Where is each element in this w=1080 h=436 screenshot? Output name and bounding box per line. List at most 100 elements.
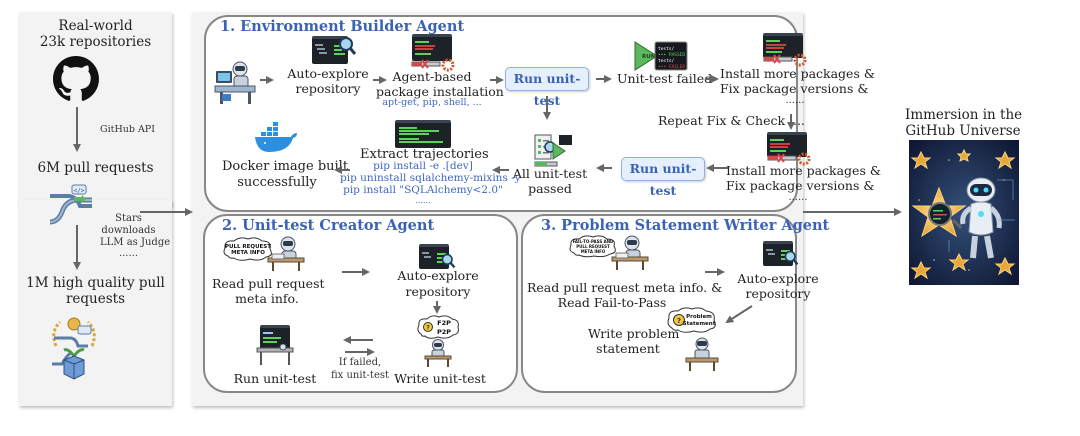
problem-writer-box [521,214,797,393]
if-failed-line2: fix unit-test [330,370,390,381]
hq-pr-label-line2: requests [65,291,126,307]
f2p-meta-cloud-icon: FAIL-TO-PASS AND PULL REQUEST META INFO [569,235,616,258]
svg-text:tests/: tests/ [658,58,675,64]
magnifier-icon [339,37,357,55]
svg-text:••• FAILED: ••• FAILED [658,64,685,70]
github-icon [53,56,99,101]
github-universe-robot-image [909,140,1019,285]
hq-pr-label-line1: 1M high quality pull [26,275,165,291]
write-problem-line2: statement [596,341,660,356]
install-more-terminal-icon-top [763,33,803,58]
pull-requests-label: 6M pull requests [37,160,154,176]
cloud-text-line2: META INFO [231,250,265,256]
robot-reading-icon [267,236,305,271]
read-meta-line2: meta info. [235,291,299,306]
install-more-top-line1: Install more packages & [720,66,875,81]
svg-text:?: ? [426,325,430,332]
arrow-explore-to-write-3 [725,305,753,324]
filter-llm-judge: LLM as Judge [100,237,171,248]
quality-pr-award-icon [52,317,96,380]
problem-writer-title: 3. Problem Statement Writer Agent [541,217,830,234]
run-unit-test-label: Run unit-test [233,371,317,386]
install-more-bottom-line2: Fix package versions & [726,178,875,193]
filter-stars: Stars [115,213,142,224]
svg-text:PULL REQUEST: PULL REQUEST [576,244,610,249]
robot-writing-icon [424,339,452,367]
filter-more: ...... [118,248,139,259]
f2p-text: F2P [437,319,451,327]
problem-cloud-text-line1: Problem [686,314,712,320]
auto-explore-label-1a: Auto-explore [287,66,369,81]
repository-explorer-terminal-icon-2 [419,244,449,269]
auto-explore-label-3b: repository [745,286,811,301]
read-meta-line1: Read pull request [212,276,325,291]
install-more-terminal-icon-bottom [767,132,807,157]
auto-explore-label-2a: Auto-explore [397,268,479,283]
run-icon-text: RUN [642,54,656,60]
write-unit-test-label: Write unit-test [394,371,486,386]
run-test-result-icon: RUN tests/ ••• PASSED tests/ ••• FAILED [634,41,688,71]
svg-text:tests/: tests/ [658,46,675,52]
docker-whale-icon [255,122,297,152]
immersion-title-line2: GitHub Universe [905,123,1021,139]
docker-built-line1: Docker image built [222,159,349,174]
package-install-terminal-icon [412,34,452,61]
pr-meta-cloud-icon: PULL REQUEST META INFO [223,237,272,261]
svg-text:FAIL-TO-PASS AND: FAIL-TO-PASS AND [573,239,614,244]
repeat-fix-check-label: Repeat Fix & Check .... [658,113,805,128]
write-problem-line1: Write problem [588,326,680,341]
robot-writing-icon-3 [685,337,719,371]
command-1: pip install -e .[dev] [373,160,473,172]
all-passed-line1: All unit-test [512,166,588,181]
robot-reading-icon-3 [611,235,649,270]
robot-at-desk-icon [214,61,256,104]
command-2: pip uninstall sqlalchemy-mixins -y [340,172,521,184]
install-more-top-line3: ...... [785,95,805,106]
install-error-gear-icon [411,58,455,72]
pull-request-merge-icon: </> [49,184,92,225]
all-passed-line2: passed [528,181,572,196]
svg-text:</>: </> [74,188,85,195]
agent-install-label-a: Agent-based [392,69,472,84]
svg-text:?: ? [677,317,681,325]
auto-explore-label-1b: repository [295,81,361,96]
data-source-panel-bottom [19,200,172,406]
auto-explore-label-3a: Auto-explore [737,271,819,286]
docker-built-line2: successfully [237,175,317,190]
install-more-bottom-line1: Install more packages & [726,163,881,178]
problem-statement-cloud-icon: ? Problem Statement [667,307,716,333]
install-more-gear-icon-top [763,53,807,67]
install-more-top-line2: Fix package versions & [720,81,869,96]
unit-test-creator-title: 2. Unit-test Creator Agent [222,217,435,234]
svg-text:META INFO: META INFO [581,249,606,254]
run-unit-test-button-bottom[interactable]: Run unit-test [621,157,705,198]
f2p-p2p-cloud-icon: ? F2P P2P [417,315,459,339]
extract-trajectories-label: Extract trajectories [360,147,489,162]
problem-cloud-text-line2: Statement [683,321,716,327]
magnifier-icon-3 [784,250,799,266]
p2p-text: P2P [437,328,451,336]
data-source-panel [19,12,172,206]
auto-explore-label-2b: repository [405,284,471,299]
read-meta-f2p-line1: Read pull request meta info. & [527,280,723,295]
environment-builder-title: 1. Environment Builder Agent [220,18,465,35]
install-tools-label: apt-get, pip, shell, ... [382,97,482,108]
filter-downloads: downloads [101,225,156,236]
if-failed-line1: If failed, [338,357,382,368]
command-more: ...... [415,196,431,205]
cloud-text-line1: PULL REQUEST [225,244,271,250]
magnifier-icon-2 [441,253,456,269]
trajectory-terminal-icon [395,120,451,148]
install-more-gear-icon-bottom [767,152,811,166]
github-api-label: GitHub API [100,124,155,135]
desk-icon [256,344,294,365]
all-tests-passed-icon [534,134,572,167]
read-meta-f2p-line2: Read Fail-to-Pass [557,295,667,310]
install-more-bottom-line3: ...... [788,192,808,203]
agent-install-label-b: package installation [376,84,504,99]
run-unit-test-button-top[interactable]: Run unit-test [505,67,589,108]
command-3: pip install "SQLAlchemy<2.0" [343,184,503,196]
immersion-title-line1: Immersion in the [905,107,1023,123]
repos-label-line1: Real-world [58,18,133,34]
